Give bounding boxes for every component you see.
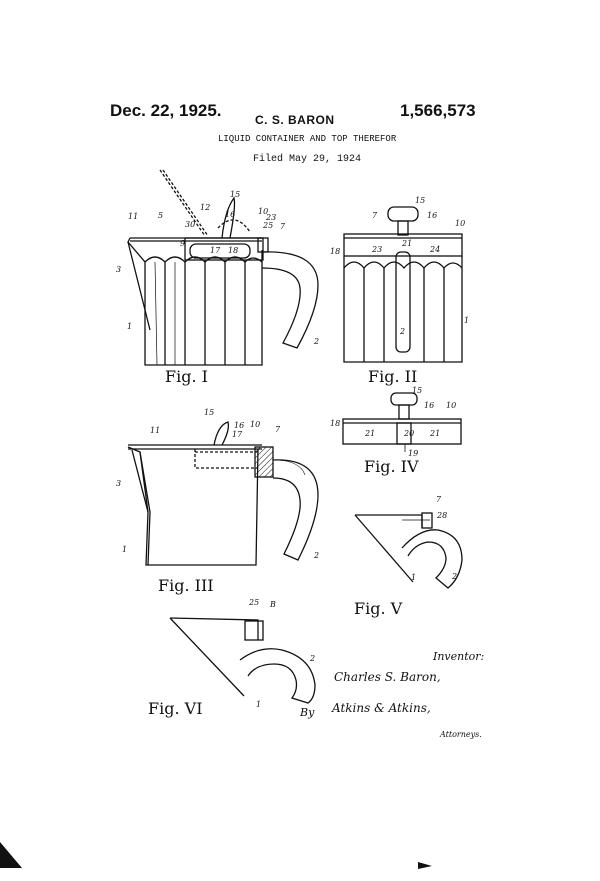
svg-text:21: 21 [401,239,412,248]
inventor-signature: Charles S. Baron, [334,670,441,684]
figure-4-caption: Fig. IV [364,457,419,476]
by-label: By [299,706,315,719]
attorneys-label: Attorneys. [439,730,482,739]
svg-text:16: 16 [234,421,244,430]
svg-text:23: 23 [371,245,382,254]
svg-text:10: 10 [446,401,456,410]
svg-text:18: 18 [330,247,340,256]
svg-text:2: 2 [313,551,319,560]
patent-number: 1,566,573 [400,101,476,120]
svg-text:1: 1 [256,700,261,709]
svg-text:1: 1 [411,573,416,582]
svg-text:18: 18 [330,419,340,428]
svg-text:16: 16 [424,401,434,410]
svg-text:15: 15 [412,386,422,395]
svg-text:5: 5 [158,211,163,220]
corner-mark [0,842,22,868]
svg-text:25: 25 [248,598,259,607]
svg-text:20: 20 [403,429,414,438]
svg-text:11: 11 [150,426,160,435]
svg-text:7: 7 [436,495,442,504]
inventor-name: C. S. BARON [255,113,335,127]
figure-3-caption: Fig. III [158,576,214,595]
svg-text:11: 11 [128,212,138,221]
svg-text:28: 28 [436,511,447,520]
svg-text:7: 7 [280,222,286,231]
figure-4-drawing: Fig. IV [342,392,462,476]
figure-2-drawing: Fig. II [343,206,463,386]
svg-text:7: 7 [275,425,281,434]
patent-title: LIQUID CONTAINER AND TOP THEREFOR [218,134,397,144]
inventor-label: Inventor: [432,650,484,663]
svg-text:9: 9 [180,239,185,248]
svg-text:18: 18 [228,246,238,255]
svg-text:3: 3 [116,479,121,488]
svg-text:1: 1 [127,322,132,331]
svg-text:24: 24 [429,245,440,254]
svg-text:23: 23 [265,213,276,222]
scan-mark [418,862,432,869]
svg-text:21: 21 [364,429,375,438]
svg-text:10: 10 [455,219,465,228]
svg-text:19: 19 [408,449,418,458]
svg-text:10: 10 [250,420,260,429]
svg-text:2: 2 [313,337,319,346]
svg-text:25: 25 [262,221,273,230]
svg-text:1: 1 [464,316,469,325]
figure-6-caption: Fig. VI [148,699,203,718]
svg-text:16: 16 [427,211,437,220]
figure-6-drawing: Fig. VI [148,617,316,718]
figure-5-drawing: Fig. V [354,512,463,618]
figure-5-caption: Fig. V [354,599,403,618]
figure-3-drawing: Fig. III [127,421,319,595]
patent-date: Dec. 22, 1925. [110,101,222,120]
svg-text:17: 17 [232,430,243,439]
svg-text:2: 2 [309,654,315,663]
svg-text:2: 2 [399,327,405,336]
svg-text:B: B [269,600,276,609]
svg-text:15: 15 [415,196,425,205]
figure-1-drawing: Fig. I [127,169,319,386]
svg-text:21: 21 [429,429,440,438]
svg-text:1: 1 [122,545,127,554]
svg-text:17: 17 [210,246,221,255]
svg-text:7: 7 [372,211,378,220]
figure-2-caption: Fig. II [368,367,417,386]
svg-text:10: 10 [258,207,268,216]
svg-text:12: 12 [200,203,210,212]
svg-text:15: 15 [204,408,214,417]
attorneys-signature: Atkins & Atkins, [331,701,431,715]
svg-text:15: 15 [230,190,240,199]
svg-text:30: 30 [185,220,195,229]
figure-1-caption: Fig. I [165,367,208,386]
svg-text:2: 2 [451,572,457,581]
svg-text:16: 16 [225,210,235,219]
filed-date: Filed May 29, 1924 [253,154,362,165]
svg-text:3: 3 [116,265,121,274]
